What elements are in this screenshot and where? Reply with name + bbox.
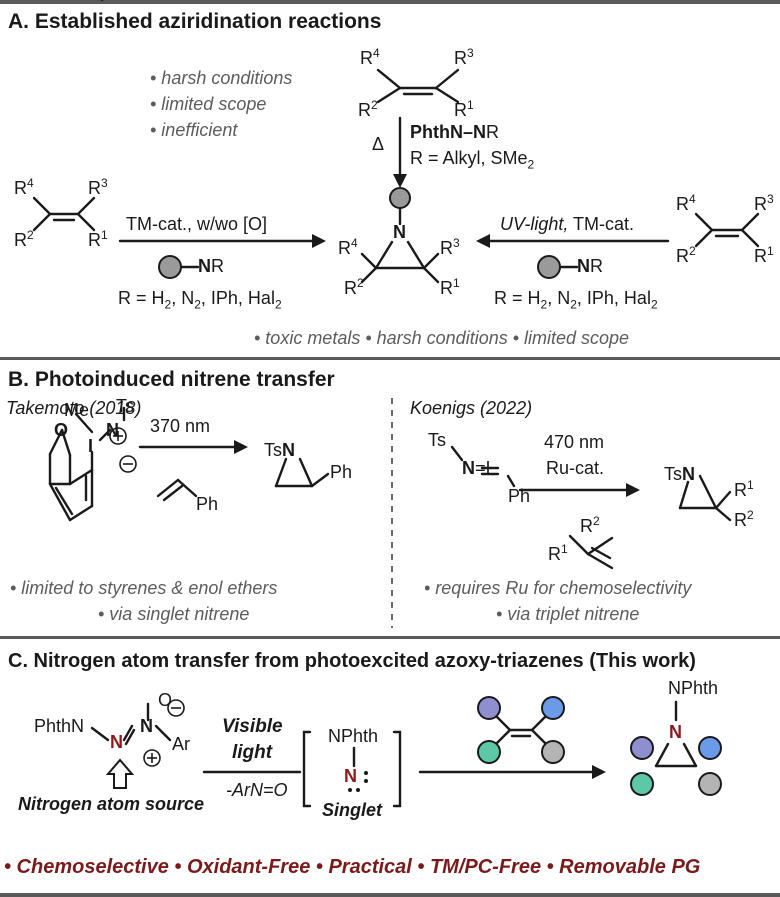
left-r-definition: R = H2, N2, IPh, Hal2 [118, 288, 282, 312]
right-reagent: NR [577, 256, 603, 276]
drawback-scope: • limited scope [150, 94, 267, 114]
label-r1-alkene: R1 [548, 542, 568, 564]
aziridine-r1: R1 [440, 276, 460, 298]
label-ph-right: Ph [508, 486, 531, 506]
right-r-definition: R = H2, N2, IPh, Hal2 [494, 288, 658, 312]
condition-arno: -ArN=O [226, 780, 288, 800]
takemoto-author: Takemoto (2018) [6, 398, 142, 418]
label-tsn-left: TsN [264, 440, 295, 460]
right-condition-uv: UV-light, [500, 214, 569, 234]
label-tsn-right: TsN [664, 464, 695, 484]
nitrogen-source-label: Nitrogen atom source [18, 794, 205, 814]
label-ts-left: Ts [116, 396, 134, 416]
label-n-red: N [110, 732, 123, 752]
left-condition: TM-cat., w/wo [O] [126, 214, 268, 234]
top-reagent: PhthN–NR [410, 122, 499, 143]
label-r3-left: R3 [88, 176, 108, 198]
condition-visible: Visible [222, 716, 283, 737]
label-r2-right: R2 [676, 244, 696, 266]
label-r2-top: R2 [358, 98, 378, 120]
label-i-left: I [88, 436, 94, 456]
top-r-sub: 2 [527, 157, 535, 172]
intermediate-singlet: Singlet [322, 800, 383, 820]
label-n-central: N [140, 716, 153, 736]
bottom-rule [0, 893, 780, 897]
label-r2-alkene: R2 [580, 514, 600, 536]
aziridine-r2: R2 [344, 276, 364, 298]
koenigs-wavelength: 470 nm [544, 432, 605, 452]
section-b-title: B. Photoinduced nitrene transfer [8, 368, 335, 391]
label-r1-right: R1 [754, 244, 774, 266]
right-condition-tm: TM-cat. [568, 214, 635, 234]
label-r1-product: R1 [734, 478, 754, 500]
drawback-harsh: • harsh conditions [150, 68, 293, 88]
label-n-left: N [106, 420, 119, 440]
section-c-title: C. Nitrogen atom transfer from photoexci… [8, 650, 696, 672]
aziridine-n: N [393, 222, 406, 242]
label-o-left: O [54, 420, 69, 440]
koenigs-note-2: • via triplet nitrene [496, 604, 640, 624]
right-condition: UV-light, TM-cat. [500, 214, 634, 235]
koenigs-catalyst: Ru-cat. [546, 458, 605, 478]
section-a-title: A. Established aziridination reactions [8, 10, 382, 33]
label-r1-top: R1 [454, 98, 474, 120]
drawbacks-bottom: • toxic metals • harsh conditions • limi… [254, 328, 630, 348]
label-r4-right: R4 [676, 192, 696, 214]
label-r4-top: R4 [360, 46, 380, 68]
condition-light: light [232, 742, 273, 763]
label-ni-right: N=I [462, 458, 491, 478]
intermediate-nphth: NPhth [328, 726, 379, 746]
delta-symbol: Δ [372, 134, 385, 154]
product-n: N [669, 722, 682, 742]
label-r2-product: R2 [734, 508, 754, 530]
top-r-definition: R = Alkyl, SMe2 [410, 148, 534, 172]
top-r-text: R = Alkyl, SMe [410, 148, 528, 168]
label-phthn: PhthN [34, 716, 85, 736]
label-r3-top: R3 [454, 46, 474, 68]
top-reagent-r: R [486, 122, 499, 142]
aziridine-r4: R4 [338, 236, 358, 258]
label-ts-right: Ts [428, 430, 446, 450]
label-r1-left: R1 [88, 228, 108, 250]
divider-ab [0, 357, 780, 360]
drawback-inefficient: • inefficient [150, 120, 238, 140]
top-rule [0, 0, 780, 4]
label-ph-styrene: Ph [196, 494, 219, 514]
koenigs-author: Koenigs (2022) [410, 398, 533, 418]
label-me: Me [64, 400, 90, 420]
aziridine-r3: R3 [440, 236, 460, 258]
label-r4-left: R4 [14, 176, 34, 198]
left-reagent: NR [198, 256, 224, 276]
takemoto-note-1: • limited to styrenes & enol ethers [10, 578, 278, 598]
label-r2-left: R2 [14, 228, 34, 250]
label-r3-right: R3 [754, 192, 774, 214]
top-reagent-bold: PhthN–N [410, 122, 486, 142]
takemoto-note-2: • via singlet nitrene [98, 604, 250, 624]
product-nphth: NPhth [668, 678, 719, 698]
feature-list: • Chemoselective • Oxidant-Free • Practi… [4, 856, 701, 878]
takemoto-wavelength: 370 nm [150, 416, 211, 436]
label-ph-left: Ph [330, 462, 353, 482]
koenigs-note-1: • requires Ru for chemoselectivity [424, 578, 692, 598]
label-ar: Ar [172, 734, 190, 754]
intermediate-nitrene: N [344, 766, 357, 786]
divider-bc [0, 636, 780, 639]
label-o-top: O [158, 690, 173, 710]
